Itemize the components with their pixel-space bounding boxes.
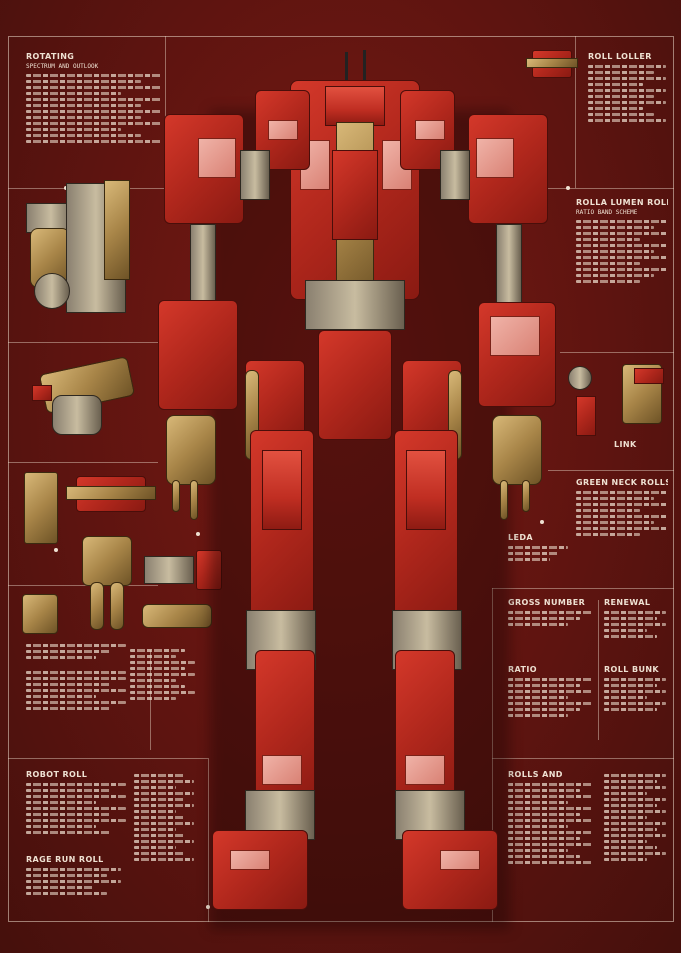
text-block-right-group-2: RENEWAL (604, 598, 666, 641)
text-block-top-right: ROLL LOLLER (588, 52, 666, 125)
block-title: LINK (614, 440, 637, 449)
right-shin (395, 650, 455, 810)
guide-line (8, 462, 158, 463)
block-title: ROLL LOLLER (588, 52, 652, 61)
text-block-left-bottom-3 (134, 770, 194, 864)
text-block-left-bottom-2: RAGE RUN ROLL (26, 855, 121, 898)
placeholder-text-lines (604, 774, 666, 861)
block-title: GROSS NUMBER (508, 598, 586, 607)
placeholder-text-lines (508, 678, 593, 717)
text-block-top-left: ROTATING SPECTRUM AND OUTLOOK (26, 52, 161, 146)
placeholder-text-lines (576, 220, 668, 283)
gearbox-part-image (26, 178, 136, 323)
waist-armor (318, 330, 392, 440)
marker-dot (54, 548, 58, 552)
bracket-part-image (142, 598, 212, 636)
block-title: ROLL BUNK (604, 665, 660, 674)
placeholder-text-lines (576, 491, 668, 536)
left-forearm (158, 300, 238, 410)
block-title: ROTATING (26, 52, 75, 61)
cylinder-part-image (24, 472, 58, 544)
placeholder-text-lines (26, 644, 126, 659)
text-block-lower-right-tag: LEDA (508, 533, 568, 564)
motor-part-image (144, 550, 224, 590)
robot-mech-image (150, 50, 560, 930)
guide-line (492, 588, 493, 922)
block-subtitle: RATIO BAND SCHEME (576, 209, 638, 216)
text-block-right-group-1: GROSS NUMBER (508, 598, 593, 629)
poster-frame (8, 36, 674, 922)
text-block-left-bottom-b (130, 645, 195, 703)
text-block-right-group-5: ROLLS AND (508, 770, 593, 867)
actuator-part-image (66, 470, 156, 520)
placeholder-text-lines (26, 868, 121, 895)
guide-line (8, 585, 158, 586)
block-title: RATIO (508, 665, 537, 674)
placeholder-text-lines (26, 74, 161, 143)
guide-line (548, 188, 674, 189)
joint-part-image (32, 355, 142, 445)
guide-line (492, 758, 674, 759)
right-hand (492, 415, 542, 485)
marker-dot (196, 532, 200, 536)
placeholder-text-lines (508, 611, 593, 626)
guide-line (165, 36, 166, 188)
block-title: RAGE RUN ROLL (26, 855, 104, 864)
text-block-lower-right-top: GREEN NECK ROLLS (576, 478, 668, 539)
block-title: LEDA (508, 533, 533, 542)
guide-line (8, 758, 208, 759)
guide-line (150, 650, 151, 750)
left-shin (255, 650, 315, 810)
placeholder-text-lines (508, 546, 568, 561)
block-title: ROLLS AND (508, 770, 563, 779)
marker-dot (206, 905, 210, 909)
right-foot (402, 830, 498, 910)
text-block-mid-right: ROLLA LUMEN ROLL RATIO BAND SCHEME (576, 198, 668, 286)
guide-line (575, 36, 576, 188)
block-title: ROBOT ROLL (26, 770, 88, 779)
left-hand (166, 415, 216, 485)
text-block-right-group-6 (604, 770, 666, 864)
placeholder-text-lines (26, 783, 126, 834)
placeholder-text-lines (134, 774, 194, 861)
guide-line (548, 470, 674, 471)
marker-dot (540, 520, 544, 524)
placeholder-text-lines (604, 611, 666, 638)
block-title: GREEN NECK ROLLS (576, 478, 668, 487)
servo-part-image (22, 594, 58, 634)
placeholder-text-lines (604, 678, 666, 711)
guide-line (598, 600, 599, 740)
marker-dot (566, 186, 570, 190)
text-block-right-group-3: RATIO (508, 665, 593, 720)
text-block-left-bottom-a (26, 640, 126, 713)
sensor-part-image (526, 44, 578, 88)
placeholder-text-lines (588, 65, 666, 122)
text-block-right-group-4: ROLL BUNK (604, 665, 666, 714)
placeholder-text-lines (26, 671, 126, 710)
guide-line (560, 352, 674, 353)
block-title: ROLLA LUMEN ROLL (576, 198, 668, 207)
claw-part-image (82, 536, 132, 632)
block-title: RENEWAL (604, 598, 651, 607)
guide-line (208, 758, 209, 922)
block-subtitle: SPECTRUM AND OUTLOOK (26, 63, 99, 70)
text-block-left-bottom-1: ROBOT ROLL (26, 770, 126, 837)
module-part-image (568, 360, 668, 446)
text-block-small-tag: LINK (614, 440, 654, 449)
guide-line (8, 342, 158, 343)
placeholder-text-lines (508, 783, 593, 864)
guide-line (492, 588, 674, 589)
left-foot (212, 830, 308, 910)
placeholder-text-lines (130, 649, 195, 700)
